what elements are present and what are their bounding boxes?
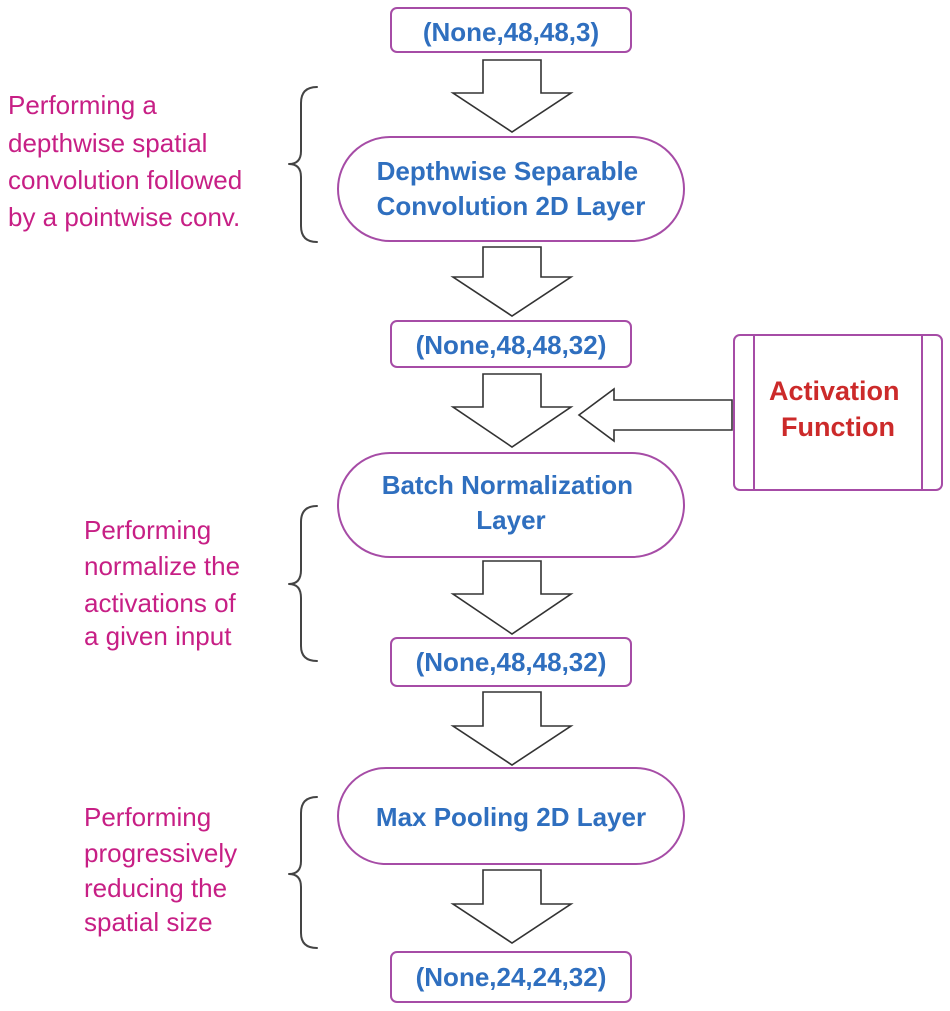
maxpool-layer-label: Max Pooling 2D Layer — [376, 802, 646, 832]
depthwise-layer-line-2: Convolution 2D Layer — [377, 191, 646, 221]
down-arrow-3 — [450, 373, 574, 448]
input-shape-label: (None,48,48,3) — [423, 17, 599, 47]
maxpool-note-line-3: reducing the — [84, 873, 227, 903]
activation-left-arrow — [577, 387, 733, 443]
depthwise-layer-line-1: Depthwise Separable — [377, 156, 639, 186]
down-arrow-4 — [450, 560, 574, 635]
maxpool-note-line-1: Performing — [84, 802, 211, 832]
batchnorm-note-line-2: normalize the — [84, 551, 240, 581]
batchnorm-note-brace — [288, 505, 318, 662]
depthwise-note-brace — [288, 86, 318, 243]
down-arrow-2 — [450, 246, 574, 317]
batchnorm-output-shape-label: (None,48,48,32) — [416, 647, 607, 677]
batchnorm-layer-label: Batch Normalization Layer — [382, 470, 641, 535]
final-shape-box — [390, 951, 632, 1003]
batchnorm-layer-line-1: Batch Normalization — [382, 470, 633, 500]
final-shape-label: (None,24,24,32) — [416, 962, 607, 992]
depthwise-note-line-2: depthwise spatial — [8, 128, 207, 158]
depthwise-note-line-3: convolution followed — [8, 165, 242, 195]
conv-output-shape-label: (None,48,48,32) — [416, 330, 607, 360]
batchnorm-note-line-1: Performing — [84, 515, 211, 545]
batchnorm-layer-box — [337, 452, 685, 558]
input-shape-box — [390, 7, 632, 53]
activation-line-1: Activation — [769, 376, 900, 406]
batchnorm-layer-line-2: Layer — [476, 505, 545, 535]
down-arrow-5 — [450, 691, 574, 766]
activation-function-box — [733, 334, 943, 491]
down-arrow-6 — [450, 869, 574, 944]
depthwise-note: Performing a depthwise spatial convoluti… — [8, 90, 249, 232]
conv-output-shape-box — [390, 320, 632, 368]
depthwise-note-line-4: by a pointwise conv. — [8, 202, 240, 232]
down-arrow-1 — [450, 59, 574, 133]
activation-line-2: Function — [781, 412, 895, 442]
depthwise-layer-label: Depthwise Separable Convolution 2D Layer — [377, 156, 646, 221]
maxpool-note-brace — [288, 796, 318, 949]
maxpool-note: Performing progressively reducing the sp… — [84, 802, 244, 937]
activation-function-label: Activation Function — [769, 376, 907, 442]
maxpool-layer-box — [337, 767, 685, 865]
depthwise-layer-box — [337, 136, 685, 242]
maxpool-note-line-4: spatial size — [84, 907, 213, 937]
batchnorm-output-shape-box — [390, 637, 632, 687]
batchnorm-note: Performing normalize the activations of … — [84, 515, 247, 651]
batchnorm-note-line-3: activations of — [84, 588, 237, 618]
depthwise-note-line-1: Performing a — [8, 90, 157, 120]
batchnorm-note-line-4: a given input — [84, 621, 232, 651]
maxpool-note-line-2: progressively — [84, 838, 237, 868]
